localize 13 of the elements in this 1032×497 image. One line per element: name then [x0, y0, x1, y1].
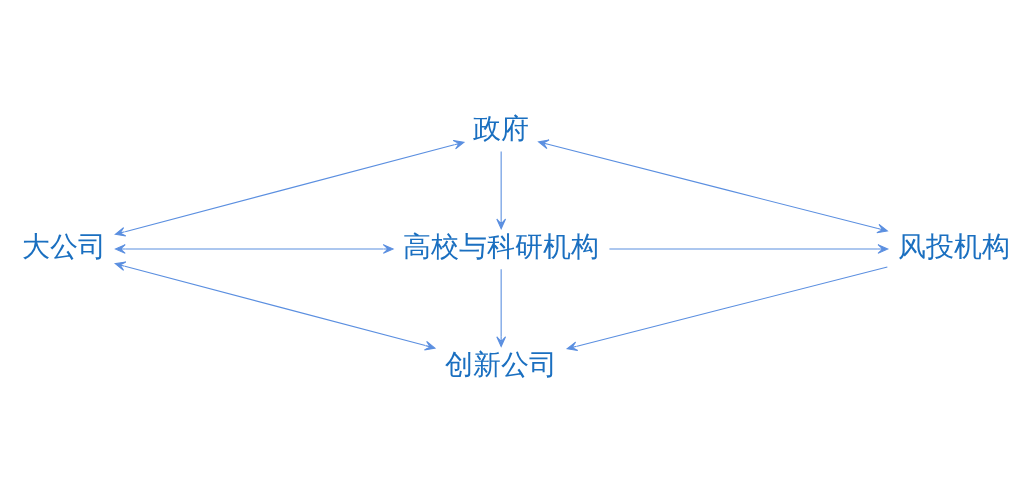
node-text: 创新公司 [445, 347, 558, 381]
arrow [114, 139, 465, 237]
arrow [114, 243, 394, 254]
arrow [566, 265, 888, 351]
node-text: 大公司 [21, 229, 106, 263]
node-text: 高校与科研机构 [403, 229, 600, 263]
arrow [114, 260, 436, 350]
node-text: 政府 [473, 111, 530, 145]
arrow [608, 243, 889, 254]
arrow [496, 268, 507, 347]
arrow [496, 150, 507, 229]
node-text: 风投机构 [897, 229, 1010, 263]
arrow [538, 139, 888, 233]
